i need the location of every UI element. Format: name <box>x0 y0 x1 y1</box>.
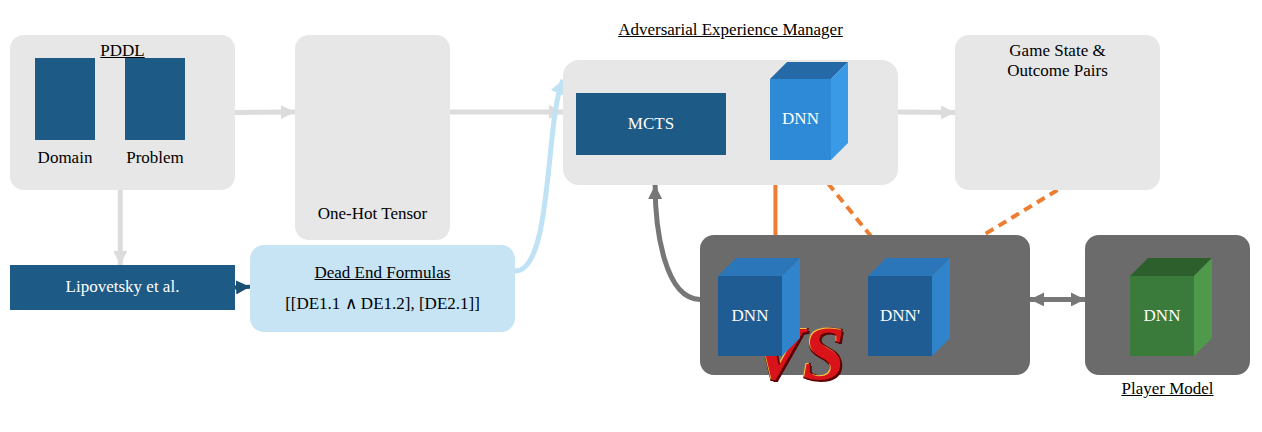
network-cube: DNN <box>770 62 848 160</box>
cube-label: DNN' <box>880 306 920 326</box>
formula-box: Dead End Formulas [[DE1.1 ∧ DE1.2], [DE2.… <box>250 245 515 332</box>
method-box: Lipovetsky et al. <box>10 265 235 310</box>
tensor-panel: One-Hot Tensor <box>295 35 450 240</box>
panel-heading: Game State & Outcome Pairs <box>983 41 1133 82</box>
connector-arrow <box>450 110 563 115</box>
formula-heading: Dead End Formulas <box>315 263 451 283</box>
panel-heading: Player Model <box>1085 379 1250 399</box>
source-panel: PDDLDomainProblem <box>10 35 235 190</box>
cube-face: DNN <box>718 276 782 356</box>
connector-arrow <box>1030 297 1085 302</box>
file-icon <box>125 58 185 140</box>
connector-arrow <box>898 110 955 116</box>
connector-arrow <box>235 285 250 290</box>
file-box: Problem <box>115 58 195 176</box>
connector-arrow <box>235 110 295 115</box>
connector-arrow <box>118 190 123 265</box>
network-cube: DNN <box>718 258 800 356</box>
file-label: Domain <box>38 148 93 168</box>
cube-label: DNN <box>732 306 769 326</box>
training-panel: VSDNNDNN' <box>700 235 1030 375</box>
file-icon <box>35 58 95 140</box>
network-cube: DNN' <box>868 258 950 356</box>
connector-arrow <box>515 80 563 271</box>
cube-face: DNN <box>1130 276 1194 356</box>
player-cube: DNN <box>1130 258 1212 356</box>
cube-label: DNN <box>1144 306 1181 326</box>
cube-face: DNN <box>770 79 831 160</box>
manager-panel: Adversarial Experience ManagerMCTSDNN <box>563 60 898 185</box>
formula-text: [[DE1.1 ∧ DE1.2], [DE2.1]] <box>285 294 480 314</box>
box-label: MCTS <box>628 114 674 134</box>
connector-arrow <box>655 185 700 299</box>
cube-label: DNN <box>782 109 819 129</box>
panel-heading: Adversarial Experience Manager <box>563 20 898 40</box>
box-label: Lipovetsky et al. <box>66 277 180 297</box>
file-box: Domain <box>25 58 105 176</box>
process-box: MCTS <box>576 93 726 155</box>
player-panel: Player ModelDNN <box>1085 235 1250 375</box>
panel-label: One-Hot Tensor <box>295 204 450 224</box>
file-label: Problem <box>126 148 184 168</box>
cube-face: DNN' <box>868 276 932 356</box>
storage-panel: Game State & Outcome Pairs <box>955 35 1160 190</box>
